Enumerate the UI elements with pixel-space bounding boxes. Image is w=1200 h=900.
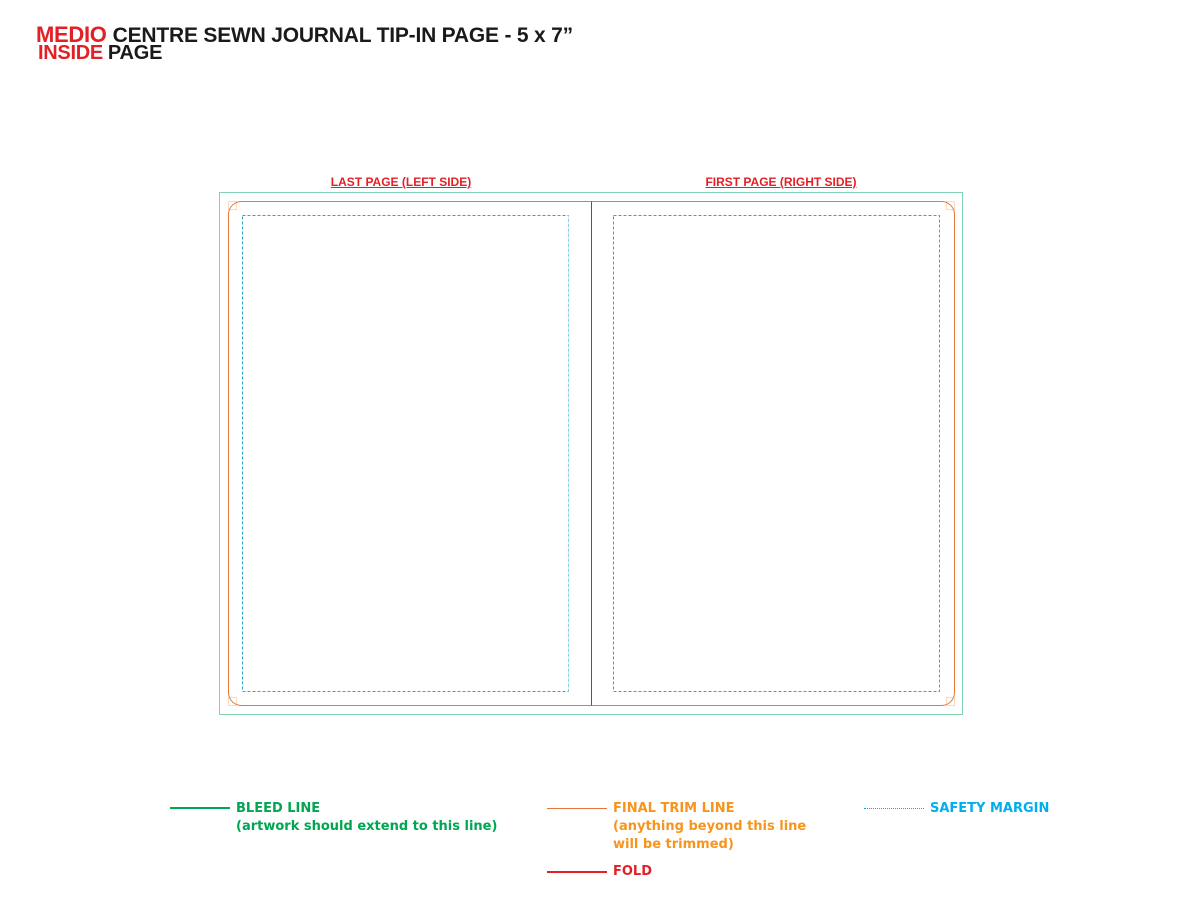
right-page-label: FIRST PAGE (RIGHT SIDE) <box>705 175 857 189</box>
corner-marks <box>228 201 955 706</box>
left-page-label: LAST PAGE (LEFT SIDE) <box>330 175 472 189</box>
bleed-line <box>219 192 963 715</box>
legend-trim-label: FINAL TRIM LINE <box>613 801 735 816</box>
legend-fold: FOLD <box>613 863 652 881</box>
brand-name: MEDIO <box>36 22 107 47</box>
bleed-line-swatch <box>170 807 230 809</box>
legend-bleed: BLEED LINE (artwork should extend to thi… <box>236 800 497 836</box>
trim-line-swatch <box>547 808 607 809</box>
title-line-2: INSIDE PAGE <box>36 43 573 63</box>
safety-margin-swatch <box>864 808 924 809</box>
legend-trim: FINAL TRIM LINE (anything beyond this li… <box>613 800 806 854</box>
legend-bleed-label: BLEED LINE <box>236 801 321 816</box>
legend-safety: SAFETY MARGIN <box>930 800 1049 818</box>
legend-fold-label: FOLD <box>613 864 653 879</box>
page-title: MEDIO CENTRE SEWN JOURNAL TIP-IN PAGE - … <box>36 22 573 64</box>
final-trim-line <box>228 201 955 706</box>
legend-trim-note: (anything beyond this line will be trimm… <box>613 819 807 852</box>
template-subtitle: PAGE <box>107 42 163 64</box>
brand-subtitle: INSIDE <box>38 42 103 64</box>
fold-line-swatch <box>547 871 607 873</box>
safety-margin-right <box>613 215 940 692</box>
legend-bleed-note: (artwork should extend to this line) <box>236 819 498 834</box>
legend-safety-label: SAFETY MARGIN <box>930 801 1050 816</box>
title-line-1: MEDIO CENTRE SEWN JOURNAL TIP-IN PAGE - … <box>36 22 573 47</box>
safety-margin-left <box>242 215 569 692</box>
template-title: CENTRE SEWN JOURNAL TIP-IN PAGE - 5 x 7” <box>112 24 573 47</box>
